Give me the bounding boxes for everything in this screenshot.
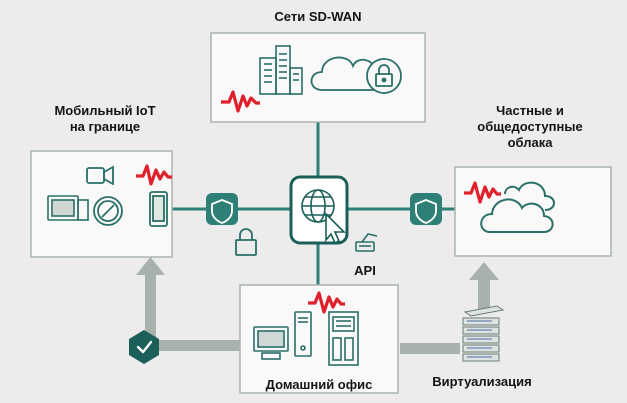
clouds-label-line-1: Частные и [496, 103, 564, 118]
clouds-box [454, 166, 612, 257]
home-office-box [239, 284, 399, 394]
monitor-icon [47, 195, 89, 221]
buildings-icon [259, 45, 303, 95]
shield-icon [410, 193, 442, 225]
arrow-up-left [136, 257, 165, 275]
virtualization-label: Виртуализация [432, 374, 532, 389]
api-label: API [354, 263, 376, 278]
home-office-label: Домашний офис [265, 377, 373, 392]
mobile-iot-label-line-2: на границе [69, 119, 141, 134]
desktop-computer-icon [253, 311, 312, 360]
clouds-label: Частные и общедоступные облака [470, 103, 590, 151]
clouds-label-line-2: общедоступные [477, 119, 583, 134]
arrow-up-right [469, 262, 499, 280]
server-stack-icon [462, 305, 505, 362]
activity-pulse-icon [136, 164, 172, 186]
mobile-iot-label: Мобильный IoT на границе [45, 103, 165, 135]
shield-icon [206, 193, 238, 225]
sdwan-box [210, 32, 426, 123]
mobile-iot-label-line-1: Мобильный IoT [54, 103, 156, 118]
padlock-icon [235, 228, 257, 256]
cloud-lock-icon [310, 56, 402, 94]
activity-pulse-icon [221, 90, 260, 113]
smartphone-icon [149, 191, 168, 227]
server-icon [328, 311, 359, 366]
flow-arrows [136, 257, 499, 354]
clouds-label-line-3: облака [507, 135, 553, 150]
activity-pulse-icon [464, 181, 501, 204]
mobile-iot-box [30, 150, 173, 258]
activity-pulse-icon [308, 291, 345, 314]
checkmark-badge-icon [129, 330, 159, 364]
sdwan-label: Сети SD-WAN [274, 9, 362, 24]
globe-hub-node [289, 175, 349, 245]
clouds-icon [480, 181, 555, 233]
compass-icon [93, 196, 123, 226]
api-plug-icon [355, 233, 378, 252]
globe-cursor-icon [301, 189, 346, 245]
video-camera-icon [86, 165, 114, 186]
